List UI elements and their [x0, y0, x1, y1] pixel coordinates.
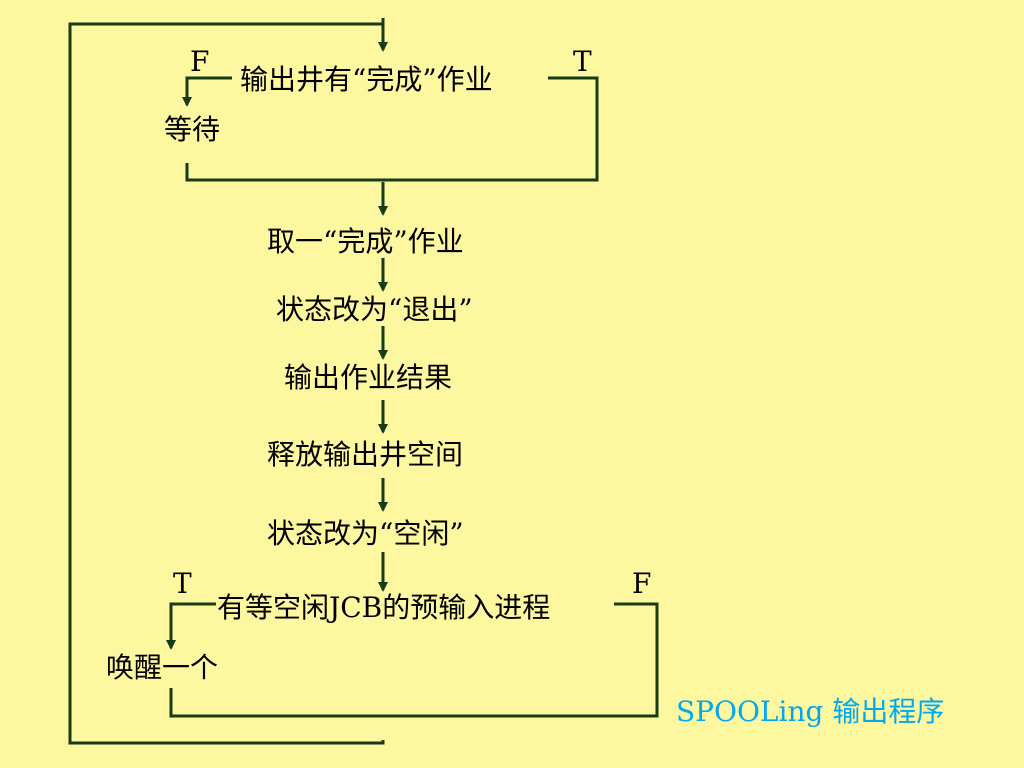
- decision1-true-branch: [185, 76, 599, 182]
- decision2-text: 有等空闲JCB的预输入进程: [217, 591, 551, 624]
- step-output-result: 输出作业结果: [284, 361, 453, 394]
- decision1-wait-action: 等待: [164, 113, 221, 146]
- step-release-space: 释放输出井空间: [267, 438, 464, 471]
- decision2-wake-action: 唤醒一个: [106, 651, 219, 684]
- decision2-true-branch: [166, 602, 216, 650]
- decision2-false-label: F: [632, 567, 652, 600]
- step-take-finished-job: 取一“完成”作业: [267, 225, 464, 258]
- decision1-false-branch: [182, 76, 232, 107]
- decision2-true-label: T: [173, 567, 192, 600]
- decision1-false-label: F: [190, 45, 210, 78]
- step-status-idle: 状态改为“空闲”: [267, 517, 464, 550]
- decision1-text: 输出井有“完成”作业: [240, 63, 493, 96]
- decision1-true-label: T: [573, 45, 592, 78]
- decision2-false-branch: [169, 602, 659, 718]
- step-status-exit: 状态改为“退出”: [276, 293, 473, 326]
- diagram-caption: SPOOLing 输出程序: [676, 695, 945, 728]
- outer-loop-line: [68, 22, 385, 745]
